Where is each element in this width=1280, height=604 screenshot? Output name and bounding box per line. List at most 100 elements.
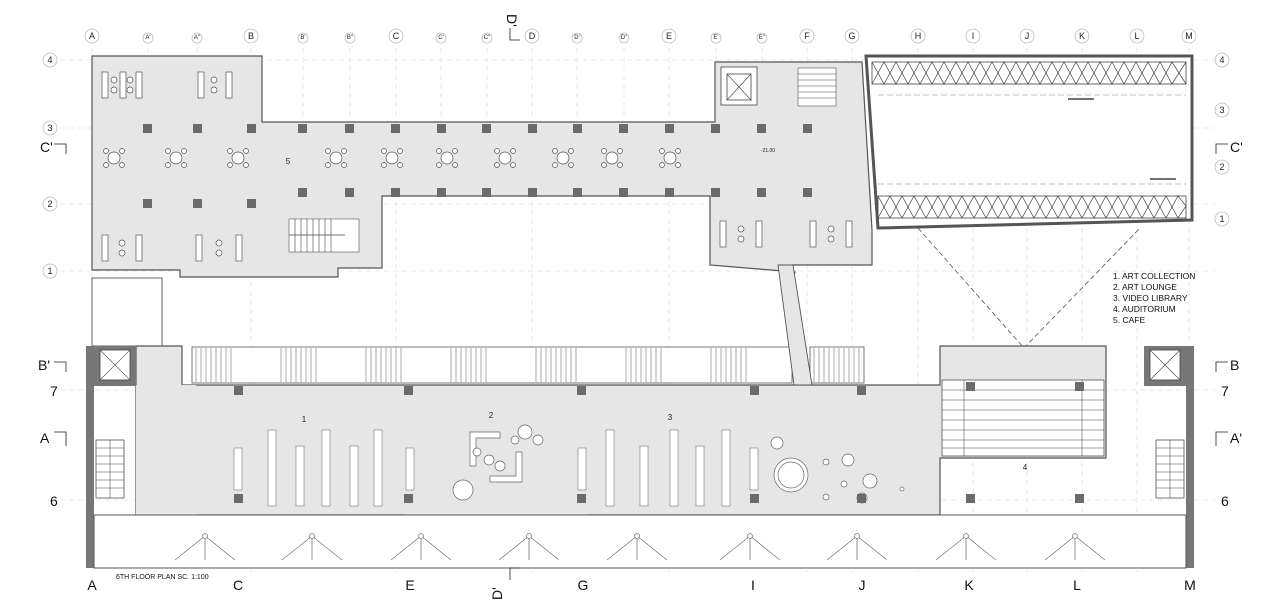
- auditorium-steps: [941, 379, 1105, 457]
- columns-lower: [234, 382, 1084, 503]
- row-label-right: 3: [1219, 105, 1224, 115]
- grid-label-bottom-8: M: [1184, 577, 1196, 593]
- grid-label-sub: A': [145, 35, 150, 41]
- grid-bubble-top-11: L: [1129, 28, 1145, 44]
- section-d-top: D': [504, 14, 520, 27]
- grid-label-sub: D': [574, 35, 579, 41]
- grid-label-top: I: [972, 31, 975, 41]
- section-c-left: C': [40, 139, 53, 155]
- right-row-6: 6: [1221, 493, 1229, 509]
- room-legend: 1. ART COLLECTION 2. ART LOUNGE 3. VIDEO…: [1113, 271, 1195, 325]
- grid-label-sub: E": [759, 35, 765, 41]
- columns-upper: [143, 124, 812, 208]
- section-markers: [54, 28, 1228, 580]
- grid-bubble-sub-7: D": [618, 32, 630, 44]
- connecting-ramp: [777, 264, 813, 386]
- side-stair-left: [95, 439, 125, 499]
- grid-label-sub: C": [484, 35, 490, 41]
- grid-bubble-top-0: A: [84, 28, 100, 44]
- cafe-floor-area: [91, 55, 873, 278]
- elevator-shaft-top: [720, 66, 758, 106]
- grid-label-top: G: [848, 31, 855, 41]
- ramp-strips: [191, 346, 865, 384]
- grid-bubble-sub-2: B': [297, 32, 309, 44]
- grid-label-bottom-1: C: [233, 577, 243, 593]
- grid-bubble-sub-4: C': [435, 32, 447, 44]
- section-b-left: B': [38, 357, 50, 373]
- grid-label-top: B: [248, 31, 254, 41]
- room-number-4: 4: [1023, 463, 1028, 472]
- grid-bubble-top-6: G: [844, 28, 860, 44]
- grid-label-top: E: [666, 31, 672, 41]
- grid-label-top: F: [804, 31, 810, 41]
- side-stair-right: [1155, 439, 1185, 499]
- grid-label-top: C: [393, 31, 400, 41]
- grid-label-sub: E': [713, 35, 718, 41]
- legend-item-5: 5. CAFE: [1113, 315, 1145, 325]
- row-label-right: 2: [1219, 162, 1224, 172]
- right-row-7: 7: [1221, 383, 1229, 399]
- grid-label-bottom-3: G: [578, 577, 589, 593]
- row-bubble-right-3: 1: [1214, 211, 1230, 227]
- grid-bubble-sub-8: E': [710, 32, 722, 44]
- section-a-right: A': [1230, 430, 1242, 446]
- left-row-7: 7: [50, 383, 58, 399]
- facade-trusses: [174, 533, 1106, 561]
- row-label-left: 3: [47, 123, 52, 133]
- grid-label-top: M: [1185, 31, 1193, 41]
- art-lounge-furniture: [452, 424, 544, 501]
- grid-label-top: L: [1134, 31, 1139, 41]
- level-mark: -21.00: [761, 148, 775, 154]
- section-b-right: B: [1230, 357, 1239, 373]
- row-bubble-left-1: 3: [42, 120, 58, 136]
- grid-bubble-top-9: J: [1019, 28, 1035, 44]
- grid-bubble-sub-0: A': [142, 32, 154, 44]
- grid-label-bottom-0: A: [87, 577, 97, 593]
- grid-label-bottom-6: K: [964, 577, 974, 593]
- exterior-walls: [86, 346, 1194, 569]
- grid-bubble-top-7: H: [910, 28, 926, 44]
- legend-item-1: 1. ART COLLECTION: [1113, 271, 1195, 281]
- row-bubble-left-0: 4: [42, 52, 58, 68]
- row-bubble-left-3: 1: [42, 263, 58, 279]
- row-bubble-left-2: 2: [42, 196, 58, 212]
- grid-bubble-top-8: I: [965, 28, 981, 44]
- auditorium-block: [864, 54, 1194, 230]
- row-label-right: 4: [1219, 55, 1224, 65]
- grid-label-bottom-5: J: [859, 577, 866, 593]
- room-number-1: 1: [302, 415, 307, 424]
- row-bubble-right-2: 2: [1214, 159, 1230, 175]
- row-label-left: 4: [47, 55, 52, 65]
- grid-label-sub: B': [300, 35, 305, 41]
- stair-mid-left: [288, 218, 360, 253]
- grid-label-top: H: [915, 31, 922, 41]
- grid-bubble-sub-6: D': [571, 32, 583, 44]
- legend-item-4: 4. AUDITORIUM: [1113, 304, 1176, 314]
- grid-label-top: J: [1025, 31, 1030, 41]
- grid-label-sub: C': [438, 35, 443, 41]
- grid-bubble-top-5: F: [799, 28, 815, 44]
- left-row-6: 6: [50, 493, 58, 509]
- drawing-title-block: 6TH FLOOR PLAN SC. 1:100: [116, 574, 209, 581]
- grid-bubble-sub-1: A": [191, 32, 203, 44]
- cafe-booth-tables: [101, 71, 853, 262]
- grid-bubble-top-10: K: [1074, 28, 1090, 44]
- grid-label-bottom-4: I: [751, 577, 755, 593]
- void-block-left: [91, 277, 163, 347]
- grid-bubble-top-4: E: [661, 28, 677, 44]
- grid-bubble-sub-9: E": [756, 32, 768, 44]
- grid-label-top: D: [529, 31, 536, 41]
- grid-bubble-top-2: C: [388, 28, 404, 44]
- grid-label-sub: B": [347, 35, 353, 41]
- drawing-title: 6TH FLOOR PLAN SC. 1:100: [116, 574, 209, 581]
- stair-top-right: [797, 67, 837, 107]
- room-number-3: 3: [668, 413, 673, 422]
- grid-bubble-sub-5: C": [481, 32, 493, 44]
- room-number-2: 2: [489, 411, 494, 420]
- section-c-right: C': [1230, 139, 1243, 155]
- row-bubble-right-1: 3: [1214, 102, 1230, 118]
- grid-bubble-top-12: M: [1181, 28, 1197, 44]
- row-label-left: 1: [47, 266, 52, 276]
- row-label-right: 1: [1219, 214, 1224, 224]
- legend-item-2: 2. ART LOUNGE: [1113, 282, 1177, 292]
